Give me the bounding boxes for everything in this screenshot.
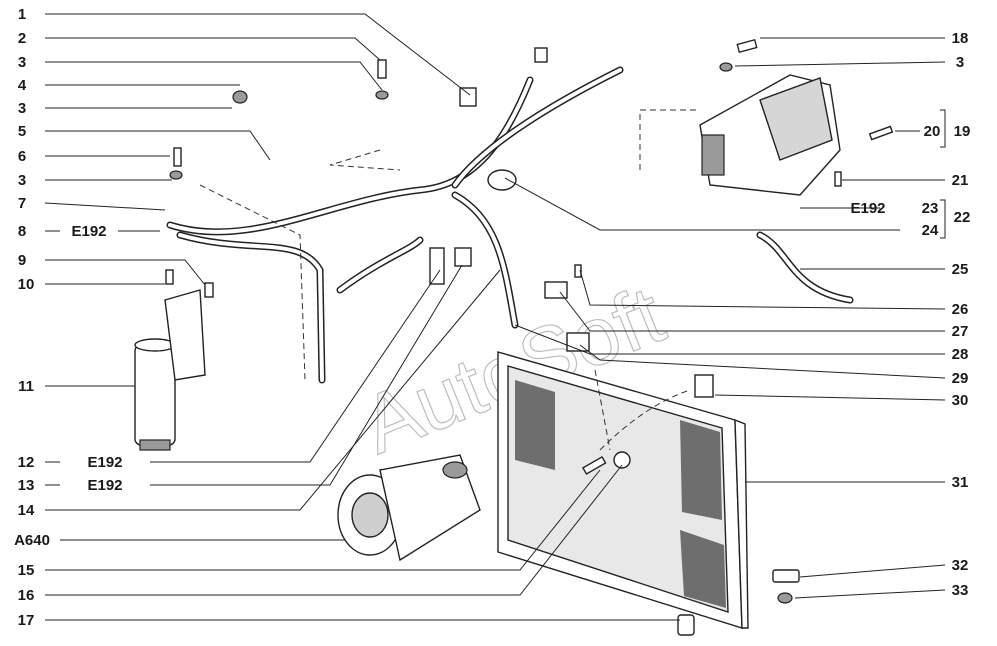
callout-31: 31 <box>952 474 969 491</box>
callout-21: 21 <box>952 172 969 189</box>
bracket-22 <box>940 199 946 239</box>
callout-11: 11 <box>18 378 34 395</box>
callout-16: 16 <box>18 587 35 604</box>
fasteners <box>165 38 894 636</box>
leader-lines <box>44 13 946 621</box>
callout-12: 12 <box>18 454 35 471</box>
bracket-19 <box>940 109 946 148</box>
callout-7: 7 <box>18 195 26 212</box>
callout-28: 28 <box>952 346 969 363</box>
callout-13: 13 <box>18 477 35 494</box>
callout-8: 8 <box>18 223 26 240</box>
callout-20: 20 <box>924 123 941 140</box>
callout-3d: 3 <box>956 54 964 71</box>
callout-3b: 3 <box>18 100 26 117</box>
callout-3a: 3 <box>18 54 26 71</box>
callout-33: 33 <box>952 582 969 599</box>
code-e192-13: E192 <box>87 477 122 494</box>
callout-a640: A640 <box>14 532 50 549</box>
callout-22: 22 <box>954 209 971 226</box>
callout-18: 18 <box>952 30 969 47</box>
assembly-guides <box>199 109 700 451</box>
callout-30: 30 <box>952 392 969 409</box>
callout-5: 5 <box>18 123 26 140</box>
callout-10: 10 <box>18 276 35 293</box>
code-e192-23: E192 <box>850 200 885 217</box>
callout-29: 29 <box>952 370 969 387</box>
refrigerant-lines <box>166 66 854 384</box>
callout-6: 6 <box>18 148 26 165</box>
code-e192-12: E192 <box>87 454 122 471</box>
callout-15: 15 <box>18 562 35 579</box>
callout-19: 19 <box>954 123 971 140</box>
callout-26: 26 <box>952 301 969 318</box>
evaporator-housing <box>699 74 841 196</box>
callout-2: 2 <box>18 30 26 47</box>
callout-3c: 3 <box>18 172 26 189</box>
callouts-left: 1 2 3 4 3 5 6 3 7 8 E192 9 10 11 12 E192… <box>14 6 122 629</box>
compressor <box>337 454 481 562</box>
callout-25: 25 <box>952 261 969 278</box>
callouts-right: 18 3 20 19 21 E192 23 22 24 25 26 27 28 … <box>850 30 970 599</box>
condenser <box>497 351 749 629</box>
callout-27: 27 <box>952 323 969 340</box>
callout-4: 4 <box>18 77 27 94</box>
callout-24: 24 <box>922 222 939 239</box>
callout-14: 14 <box>18 502 35 519</box>
receiver-drier <box>134 289 206 451</box>
code-e192-8: E192 <box>71 223 106 240</box>
callout-9: 9 <box>18 252 26 269</box>
callout-32: 32 <box>952 557 969 574</box>
callout-1: 1 <box>18 6 26 23</box>
callout-17: 17 <box>18 612 35 629</box>
callout-23: 23 <box>922 200 939 217</box>
